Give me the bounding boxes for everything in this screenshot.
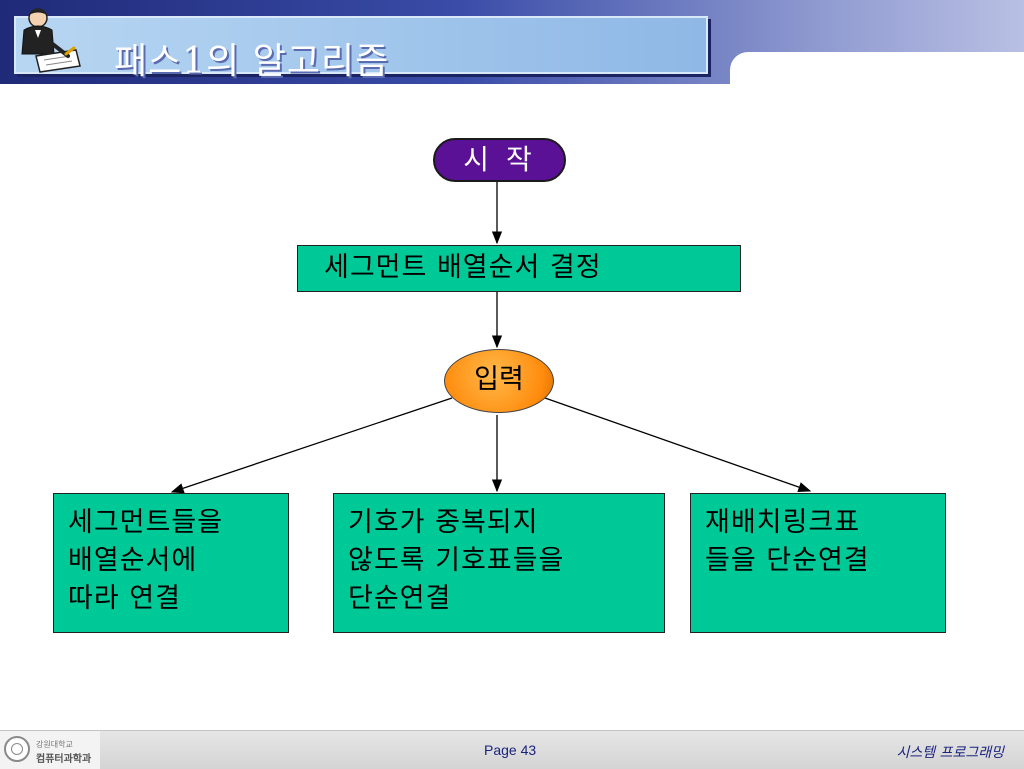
person-writing-icon xyxy=(21,8,81,73)
footer-bar: 강원대학교 컴퓨터과학과 Page 43 시스템 프로그래밍 xyxy=(0,730,1024,769)
arrow-input-to-output-3 xyxy=(544,397,812,493)
logo-university-name: 강원대학교 xyxy=(36,740,73,749)
decide-order-node: 세그먼트 배열순서 결정 xyxy=(297,245,741,292)
input-node: 입력 xyxy=(444,349,554,413)
university-seal-icon xyxy=(4,736,30,762)
output-node-symbol-tables: 기호가 중복되지 않도록 기호표들을 단순연결 xyxy=(333,493,665,633)
arrow-input-to-output-1 xyxy=(170,397,453,494)
output-node-segments: 세그먼트들을 배열순서에 따라 연결 xyxy=(53,493,289,633)
start-node: 시 작 xyxy=(433,138,566,182)
page-number: Page 43 xyxy=(484,742,537,758)
slide-title: 패스1의 알고리즘 xyxy=(114,41,390,82)
logo-department-name: 컴퓨터과학과 xyxy=(36,754,92,765)
title-bar: 패스1의 알고리즘 xyxy=(14,16,708,82)
footer-logo: 강원대학교 컴퓨터과학과 xyxy=(0,731,100,769)
header-tab-shape xyxy=(730,52,1024,92)
course-name: 시스템 프로그래밍 xyxy=(896,745,1005,761)
output-node-relocation-tables: 재배치링크표 들을 단순연결 xyxy=(690,493,946,633)
